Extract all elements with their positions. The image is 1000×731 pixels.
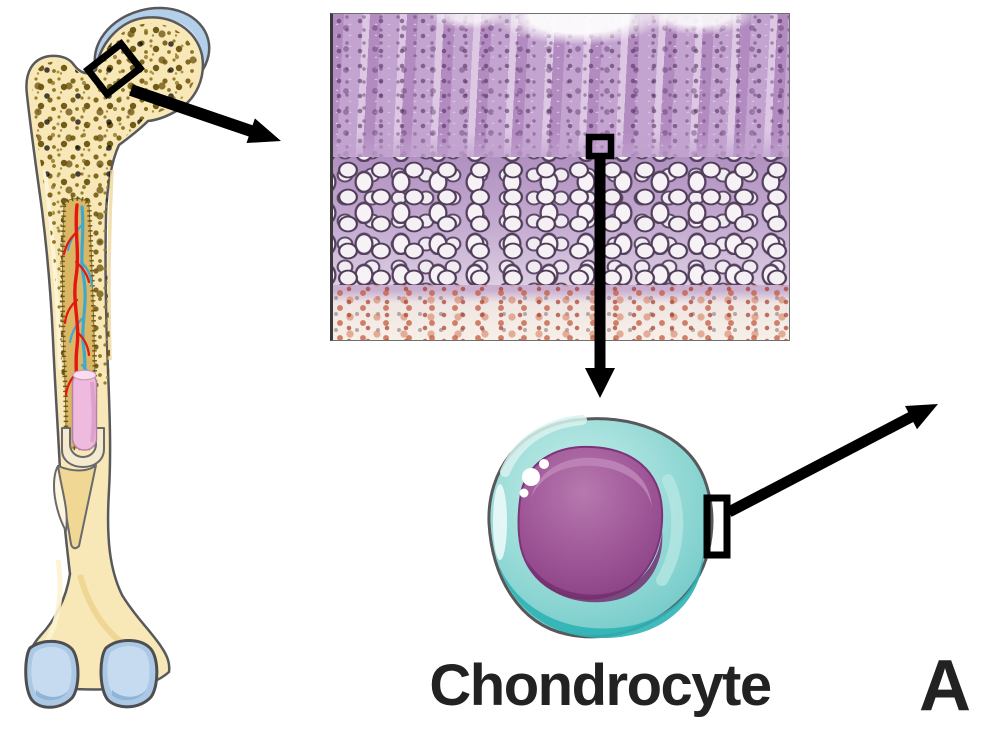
cutaway-section — [53, 369, 105, 550]
growth-plate-micrograph — [330, 13, 790, 341]
cut-flap — [53, 465, 68, 532]
cell-nucleus — [517, 445, 664, 600]
shaft-shade — [107, 169, 114, 361]
magnify-arrow-bone-to-histology — [129, 84, 253, 137]
cell-highlight-dots — [519, 459, 549, 498]
distal-condyles-cartilage — [24, 639, 159, 709]
cell-inner-streak — [656, 474, 684, 586]
panel-letter: A — [919, 646, 971, 726]
arrowhead-histology-to-cell — [585, 368, 615, 398]
magnification-markers — [82, 38, 938, 559]
ossification-zone — [333, 284, 789, 340]
cell-bottom-shade — [497, 554, 703, 639]
chondrocyte-cell — [487, 415, 714, 639]
magnify-arrow-cell-membrane — [726, 412, 914, 517]
nucleus-top-highlight — [531, 457, 652, 508]
sample-region-box-bone — [82, 38, 146, 100]
cell-left-highlight — [493, 484, 507, 560]
chondrocyte-label: Chondrocyte — [429, 653, 772, 718]
cell-rim-highlight — [500, 415, 587, 477]
sample-region-box-cell — [703, 494, 731, 559]
arrowhead-cell-membrane — [905, 404, 938, 430]
sample-region-box-histology — [585, 133, 615, 160]
yellow-marrow-rod — [71, 369, 98, 451]
arrowhead-bone-to-histology — [246, 118, 281, 143]
cut-wedge — [57, 464, 97, 550]
hypertrophic-zone-lacunae — [333, 157, 789, 292]
marrow-border-speckle — [60, 196, 98, 451]
